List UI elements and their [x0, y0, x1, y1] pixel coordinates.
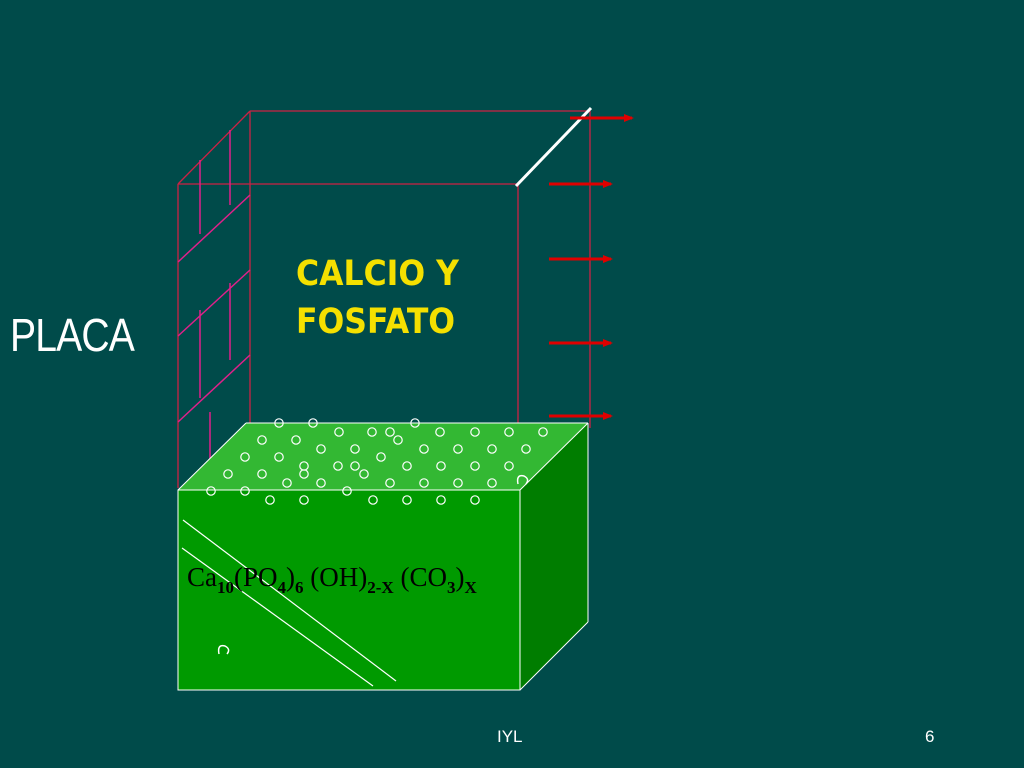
formula-subscript: 3: [446, 578, 456, 597]
enamel-block: [177, 422, 589, 691]
formula-part: ): [455, 562, 465, 592]
formula-part: (OH): [303, 562, 368, 592]
block-top-face: [178, 423, 588, 490]
bubble-icon: [470, 427, 480, 437]
bubble-icon: [521, 444, 531, 454]
bubble-icon: [368, 495, 378, 505]
formula-subscript: 2-X: [367, 578, 394, 597]
bubble-icon: [274, 452, 284, 462]
bubble-icon: [402, 495, 412, 505]
bubble-icon: [359, 469, 369, 479]
formula-subscript: 10: [217, 578, 234, 597]
bubble-icon: [504, 427, 514, 437]
diffusion-arrows: [549, 114, 634, 420]
crystal-line: [182, 519, 397, 682]
block-front-face: [177, 489, 521, 691]
bubble-icon: [385, 478, 395, 488]
bubble-icon: [206, 486, 216, 496]
bubble-icon: [223, 469, 233, 479]
formula-part: (PO: [234, 562, 278, 592]
bubble-icon: [291, 435, 301, 445]
bubble-icon: [350, 461, 360, 471]
bubble-icon: [470, 495, 480, 505]
bubble-icon: [453, 478, 463, 488]
bubble-icon: [538, 427, 548, 437]
bubble-icon: [376, 452, 386, 462]
bubble-icon: [342, 486, 352, 496]
bubble-icon: [470, 461, 480, 471]
crystal-line: [181, 547, 374, 687]
curl-mark: [217, 644, 230, 655]
bubble-icon: [274, 418, 284, 428]
mineral-bubbles: [206, 418, 548, 505]
formula-subscript: 4: [277, 578, 287, 597]
bubble-icon: [402, 461, 412, 471]
formula-part: Ca: [187, 562, 217, 592]
calcio-label-line1: CALCIO Y: [296, 254, 459, 294]
bubble-icon: [333, 461, 343, 471]
bubble-icon: [419, 444, 429, 454]
bubble-icon: [436, 495, 446, 505]
bubble-icon: [334, 427, 344, 437]
highlight-edge: [514, 106, 593, 188]
bubble-icon: [240, 452, 250, 462]
bubble-icon: [436, 461, 446, 471]
hydroxyapatite-formula: Ca10(PO4)6 (OH)2-X (CO3)X: [187, 562, 477, 598]
bubble-icon: [265, 495, 275, 505]
bubble-icon: [299, 495, 309, 505]
bubble-icon: [367, 427, 377, 437]
bubble-icon: [453, 444, 463, 454]
curl-mark: [516, 474, 529, 485]
formula-subscript: X: [464, 578, 477, 597]
left-face-grid: [177, 130, 251, 460]
bubble-icon: [410, 418, 420, 428]
bubble-icon: [487, 444, 497, 454]
page-number: 6: [925, 727, 935, 746]
calcio-fosfato-label: CALCIO Y FOSFATO: [296, 250, 459, 346]
formula-part: ): [286, 562, 296, 592]
bubble-icon: [299, 469, 309, 479]
bubble-icon: [257, 435, 267, 445]
footer-text: IYL: [497, 727, 523, 746]
formula-subscript: 6: [295, 578, 304, 597]
block-side-face: [520, 423, 588, 690]
bubble-icon: [487, 478, 497, 488]
formula-part: (CO: [393, 562, 447, 592]
bubble-icon: [393, 435, 403, 445]
bubble-icon: [419, 478, 429, 488]
calcio-label-line2: FOSFATO: [296, 302, 456, 342]
bubble-icon: [316, 478, 326, 488]
bubble-icon: [240, 486, 250, 496]
bubble-icon: [435, 427, 445, 437]
bubble-icon: [504, 461, 514, 471]
bubble-icon: [282, 478, 292, 488]
bubble-icon: [350, 444, 360, 454]
bubble-icon: [316, 444, 326, 454]
bubble-icon: [257, 469, 267, 479]
bubble-icon: [385, 427, 395, 437]
placa-label: PLACA: [10, 309, 135, 361]
bubble-icon: [308, 418, 318, 428]
